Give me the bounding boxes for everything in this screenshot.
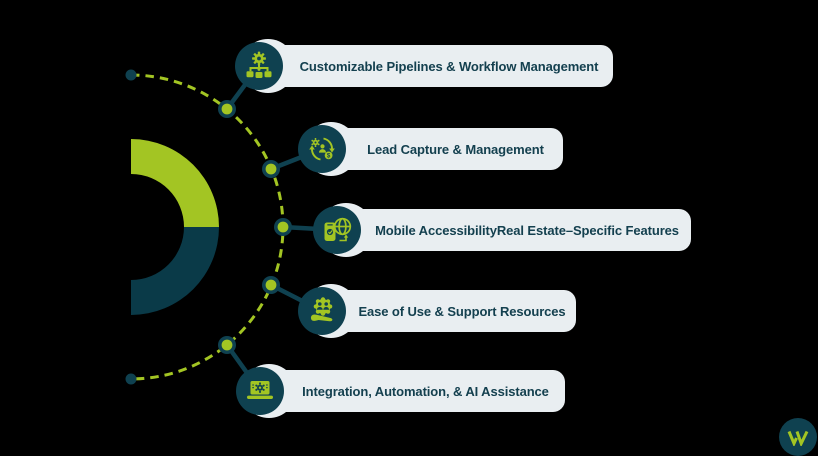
feature-pill: Integration, Automation, & AI Assistance bbox=[256, 370, 565, 412]
node-dot bbox=[262, 160, 280, 178]
feature-icon-circle bbox=[235, 42, 283, 90]
feature-label: Lead Capture & Management bbox=[367, 141, 544, 157]
node-dot bbox=[218, 336, 236, 354]
w-logo-icon bbox=[787, 430, 809, 446]
feature-pill: Mobile AccessibilityReal Estate–Specific… bbox=[333, 209, 691, 251]
feature-pill: Lead Capture & Management bbox=[318, 128, 563, 170]
laptop-ai-icon bbox=[247, 381, 273, 399]
feature-label: Integration, Automation, & AI Assistance bbox=[302, 383, 549, 399]
workflow-gear-icon bbox=[246, 51, 272, 78]
feature-icon-circle: $ bbox=[298, 125, 346, 173]
svg-text:$: $ bbox=[327, 153, 331, 160]
feature-icon-circle bbox=[236, 367, 284, 415]
half-donut-bottom-segment bbox=[131, 227, 219, 315]
node-dot bbox=[262, 276, 280, 294]
node-dot bbox=[218, 100, 236, 118]
feature-label: Mobile AccessibilityReal Estate–Specific… bbox=[375, 222, 679, 238]
feature-icon-circle bbox=[313, 206, 361, 254]
feature-icon-circle bbox=[298, 287, 346, 335]
feature-pill: Ease of Use & Support Resources bbox=[318, 290, 576, 332]
lead-cycle-icon: $ bbox=[309, 137, 335, 161]
mobile-globe-icon bbox=[324, 217, 352, 242]
feature-label: Ease of Use & Support Resources bbox=[358, 303, 566, 319]
feature-label: Customizable Pipelines & Workflow Manage… bbox=[299, 58, 599, 74]
support-hand-gear-icon bbox=[310, 297, 333, 322]
feature-pill: Customizable Pipelines & Workflow Manage… bbox=[255, 45, 613, 87]
arc-endcap-bottom bbox=[125, 373, 137, 385]
node-dot bbox=[274, 218, 292, 236]
half-donut-top-segment bbox=[131, 139, 219, 227]
arc-endcap-top bbox=[125, 69, 137, 81]
brand-logo bbox=[779, 418, 817, 456]
